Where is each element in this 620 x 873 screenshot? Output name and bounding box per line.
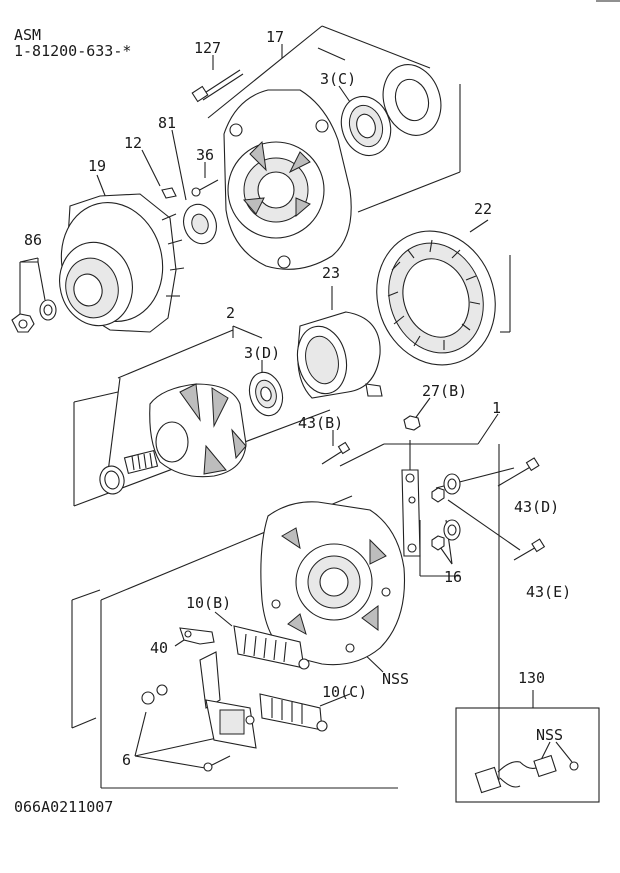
snap-ring	[99, 465, 125, 495]
asm-number: 1-81200-633-*	[14, 42, 131, 60]
rear-housing-1	[260, 501, 406, 666]
callout-43e: 43(E)	[526, 583, 571, 601]
bolt-43b	[321, 441, 351, 465]
screw-6a	[141, 684, 168, 705]
bolt-43d	[497, 457, 540, 487]
terminal-stud	[401, 440, 421, 557]
callout-43d: 43(D)	[514, 498, 559, 516]
callout-3c: 3(C)	[320, 70, 356, 88]
bearing-3c	[340, 95, 392, 157]
nut-86	[11, 313, 35, 333]
callout-40: 40	[150, 639, 168, 657]
callout-3d: 3(D)	[244, 344, 280, 362]
regulator	[199, 651, 257, 749]
harness-130	[474, 754, 579, 794]
nut-27b	[403, 415, 421, 431]
callout-12: 12	[124, 134, 142, 152]
rectifier-10c	[259, 693, 328, 732]
callout-10c: 10(C)	[322, 683, 367, 701]
callout-86: 86	[24, 231, 42, 249]
callout-36: 36	[196, 146, 214, 164]
callout-23: 23	[322, 264, 340, 282]
callout-22: 22	[474, 200, 492, 218]
callout-nss-2: NSS	[536, 726, 563, 744]
callout-2: 2	[226, 304, 235, 322]
cover-plate	[382, 64, 442, 136]
insulator-16	[431, 473, 461, 551]
harness-box-130	[455, 707, 600, 803]
spacer-81	[183, 203, 217, 245]
rotor-2	[123, 383, 247, 478]
callout-labels: 127 17 3(C) 81 36 12 19 86 22 23 2 3(D) …	[24, 28, 571, 769]
callout-16: 16	[444, 568, 462, 586]
front-housing-17	[223, 89, 352, 270]
screw-36	[191, 179, 219, 197]
asm-label: ASM	[14, 26, 41, 44]
bolt-43e	[513, 538, 546, 561]
fan-19	[59, 193, 185, 333]
callout-10b: 10(B)	[186, 594, 231, 612]
callout-43b: 43(B)	[298, 414, 343, 432]
callout-19: 19	[88, 157, 106, 175]
bolt-127	[191, 69, 244, 103]
ring-23	[296, 311, 383, 399]
callout-81: 81	[158, 114, 176, 132]
lock-washer	[39, 299, 57, 321]
figure-id: 066A0211007	[14, 798, 113, 816]
callout-nss-1: NSS	[382, 670, 409, 688]
rectifier-10b	[233, 625, 310, 670]
stator-22	[376, 230, 496, 366]
screw-6b	[203, 755, 231, 772]
callout-27b: 27(B)	[422, 382, 467, 400]
bracket-40	[179, 627, 215, 645]
callout-130: 130	[518, 669, 545, 687]
bearing-3d	[248, 371, 284, 417]
callout-6: 6	[122, 751, 131, 769]
key-12	[161, 187, 177, 199]
callout-1: 1	[492, 399, 501, 417]
callout-17: 17	[266, 28, 284, 46]
callout-127: 127	[194, 39, 221, 57]
